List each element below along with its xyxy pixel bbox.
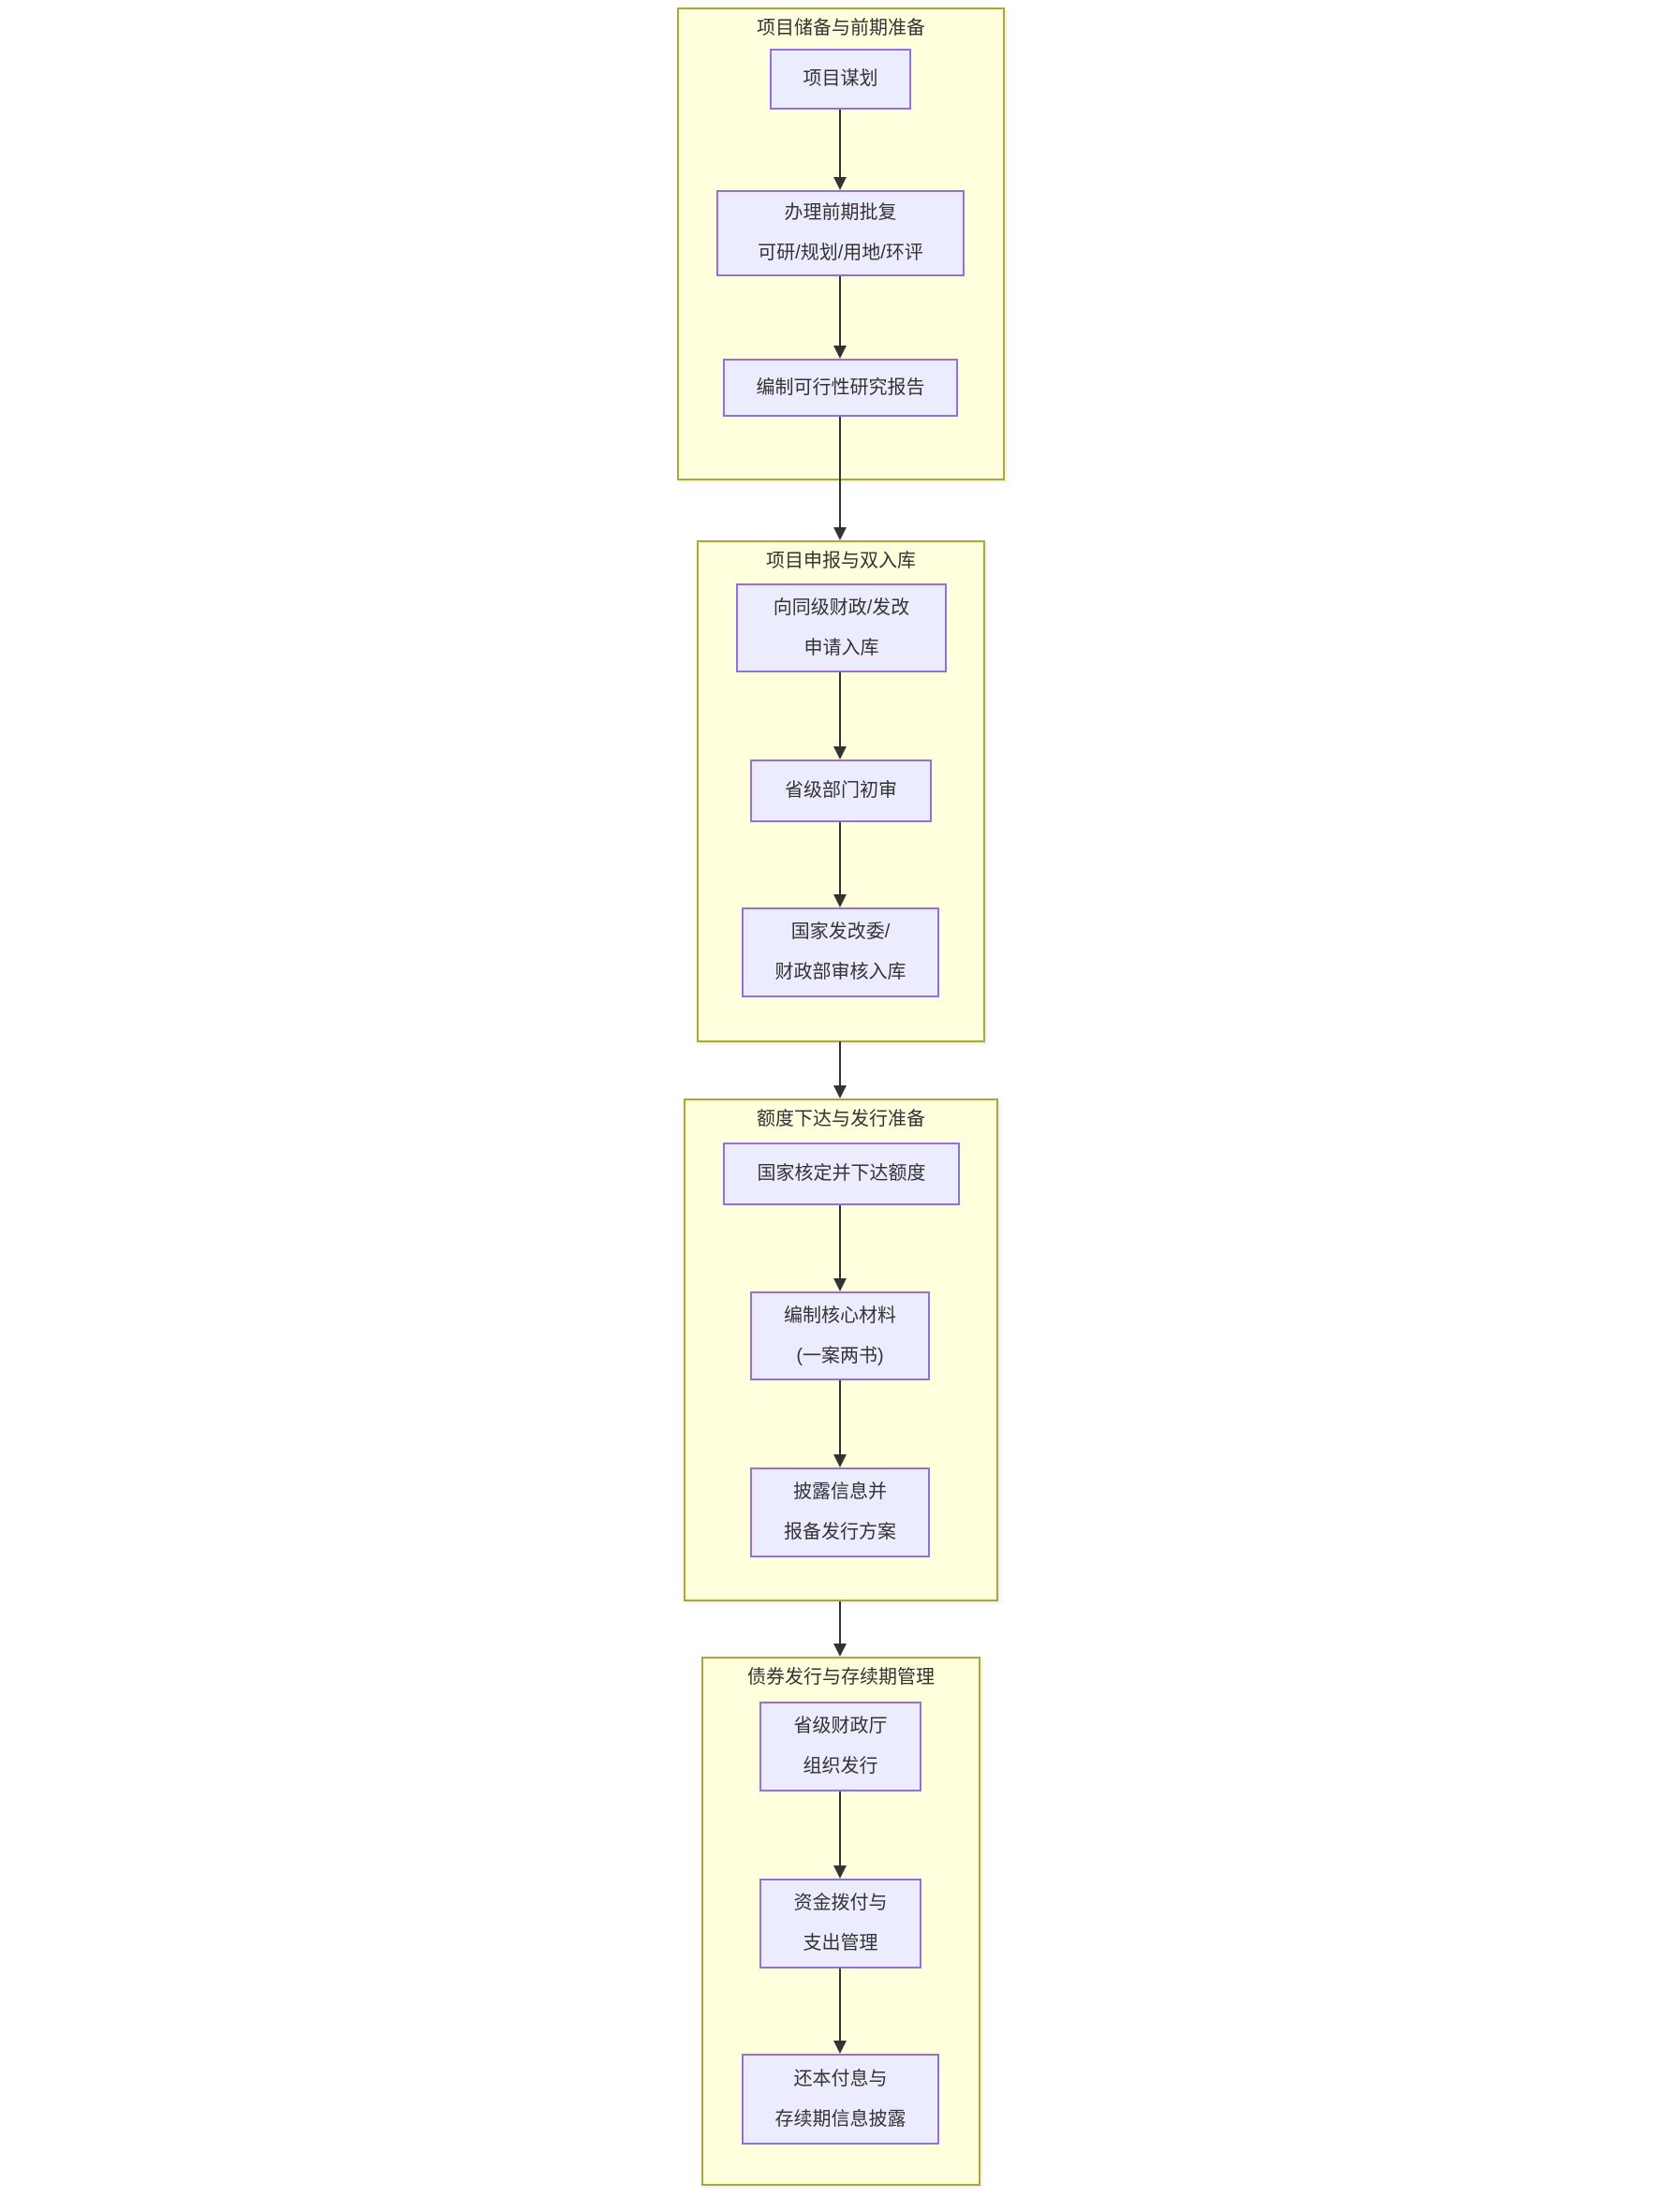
flow-arrow (833, 672, 847, 759)
flow-node-national-review: 国家发改委/ 财政部审核入库 (742, 907, 939, 997)
node-label-line: 项目谋划 (803, 68, 878, 89)
arrowhead-down-icon (833, 1865, 847, 1879)
flow-arrow-group3-to-group4 (833, 1601, 847, 1657)
node-label-line: 资金拨付与 (793, 1893, 888, 1913)
arrowhead-down-icon (833, 746, 847, 759)
arrowhead-down-icon (833, 894, 847, 907)
node-label-line: 国家发改委/ (790, 922, 891, 942)
arrowhead-down-icon (833, 177, 847, 190)
group-title: 项目申报与双入库 (766, 551, 916, 571)
flow-arrow (833, 1792, 847, 1879)
flow-node-information-disclosure: 披露信息并 报备发行方案 (750, 1467, 930, 1557)
flow-node-project-planning: 项目谋划 (770, 49, 911, 110)
node-label-line: 省级部门初审 (785, 780, 897, 801)
node-label-line: 报备发行方案 (784, 1522, 896, 1542)
node-label-line: 向同级财政/发改 (773, 597, 910, 618)
arrowhead-down-icon (833, 1085, 847, 1098)
flow-node-apply-storage: 向同级财政/发改 申请入库 (736, 583, 947, 672)
flow-node-organize-issuance: 省级财政厅 组织发行 (759, 1702, 921, 1792)
node-label-line: 国家核定并下达额度 (757, 1163, 926, 1184)
node-label-line: 编制可行性研究报告 (756, 376, 925, 398)
node-label-line: 省级财政厅 (793, 1716, 888, 1736)
arrowhead-down-icon (833, 2041, 847, 2054)
node-label-line: 还本付息与 (793, 2068, 888, 2089)
group-title: 债券发行与存续期管理 (747, 1667, 935, 1688)
flow-arrow (833, 822, 847, 907)
group-title: 项目储备与前期准备 (757, 18, 925, 38)
node-label-line: 财政部审核入库 (774, 962, 906, 982)
flow-node-preliminary-approvals: 办理前期批复 可研/规划/用地/环评 (716, 190, 965, 276)
node-label-line: 编制核心材料 (784, 1305, 896, 1326)
node-label-line: 披露信息并 (793, 1482, 887, 1502)
flow-arrow (833, 1380, 847, 1467)
flow-arrow-group2-to-group3 (833, 1041, 847, 1098)
node-label-line: 存续期信息披露 (774, 2108, 906, 2130)
flow-node-feasibility-report: 编制可行性研究报告 (723, 359, 958, 417)
node-label-line: 办理前期批复 (784, 202, 897, 223)
node-label-line: 可研/规划/用地/环评 (758, 243, 923, 263)
arrowhead-down-icon (833, 346, 847, 359)
flow-arrow (833, 110, 847, 190)
node-label-line: 支出管理 (803, 1933, 878, 1954)
flow-arrow (833, 1205, 847, 1291)
arrowhead-down-icon (833, 1278, 847, 1291)
arrowhead-down-icon (833, 527, 847, 540)
flow-node-provincial-review: 省级部门初审 (750, 759, 932, 822)
node-label-line: 申请入库 (803, 637, 879, 658)
node-label-line: 组织发行 (803, 1756, 878, 1777)
arrowhead-down-icon (833, 1454, 847, 1467)
flow-arrow (833, 276, 847, 359)
flow-arrow (833, 1968, 847, 2054)
arrowhead-down-icon (833, 1644, 847, 1657)
group-title: 额度下达与发行准备 (757, 1109, 925, 1129)
flow-node-core-materials: 编制核心材料 (一案两书) (750, 1291, 930, 1380)
node-label-line: (一案两书) (796, 1345, 884, 1366)
flow-node-fund-allocation: 资金拨付与 支出管理 (759, 1879, 921, 1968)
flow-node-quota-assignment: 国家核定并下达额度 (723, 1143, 960, 1205)
flow-arrow-group1-to-group2 (833, 417, 847, 540)
flow-node-repayment-disclosure: 还本付息与 存续期信息披露 (742, 2054, 939, 2145)
